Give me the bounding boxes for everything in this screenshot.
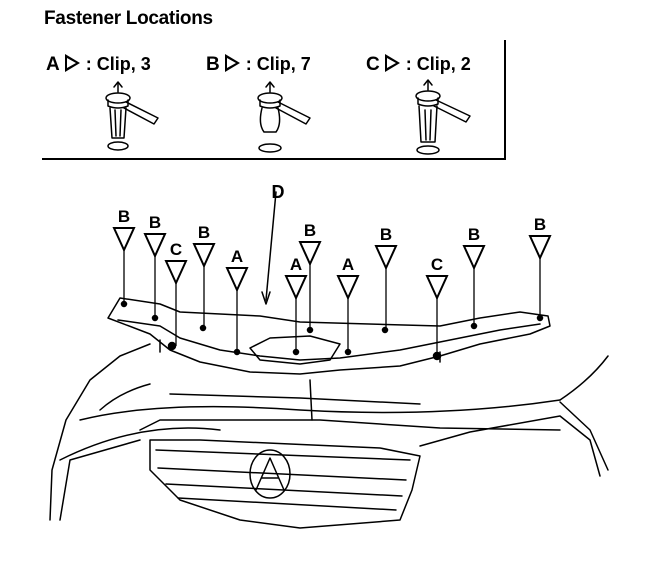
legend-text: : Clip, 2 — [405, 54, 471, 74]
clip-c-icon — [415, 79, 471, 155]
callout-letter: B — [534, 215, 546, 234]
emblem-icon — [249, 449, 291, 499]
legend-text: : Clip, 3 — [85, 54, 151, 74]
grille — [149, 439, 421, 529]
callout-letter: B — [118, 207, 130, 226]
callout-letter: C — [170, 240, 182, 259]
legend-letter: B — [206, 54, 220, 75]
callout-letter: A — [342, 255, 354, 274]
callout-triangle-icon — [284, 275, 308, 301]
callout-triangle-icon — [528, 235, 552, 261]
legend-item-a: A : Clip, 3 — [46, 52, 151, 76]
callout-4: A — [225, 247, 249, 352]
legend-item-b: B : Clip, 7 — [206, 52, 311, 76]
legend-item-c: C : Clip, 2 — [366, 52, 471, 76]
callout-triangle-icon — [164, 260, 188, 286]
callout-triangle-icon — [192, 243, 216, 269]
callout-7: A — [336, 255, 360, 352]
callout-11: B — [528, 215, 552, 318]
callout-letter: B — [380, 225, 392, 244]
callout-letter: C — [431, 255, 443, 274]
callout-triangle-icon — [462, 245, 486, 271]
callout-5: A — [284, 255, 308, 352]
legend-frame — [42, 40, 506, 160]
callout-letter: A — [290, 255, 302, 274]
callout-1: B — [143, 213, 167, 318]
car-hood-outline — [49, 343, 151, 521]
shroud-panel — [107, 297, 551, 375]
callout-10: B — [462, 225, 486, 326]
clip-b-icon — [257, 81, 311, 153]
triangle-pointer-icon — [384, 54, 400, 72]
callout-triangle-icon — [143, 233, 167, 259]
callout-0: B — [112, 207, 136, 304]
callout-triangle-icon — [336, 275, 360, 301]
callout-letter: B — [468, 225, 480, 244]
callout-triangle-icon — [374, 245, 398, 271]
callout-triangle-icon — [298, 241, 322, 267]
callout-letter: B — [304, 221, 316, 240]
triangle-pointer-icon — [224, 54, 240, 72]
callout-triangle-icon — [425, 275, 449, 301]
callout-8: B — [374, 225, 398, 330]
callout-triangle-icon — [225, 267, 249, 293]
callout-letter: A — [231, 247, 243, 266]
part-label-d: D — [272, 182, 285, 202]
clip-a-icon — [105, 81, 159, 151]
callout-6: B — [298, 221, 322, 330]
callout-2: C — [164, 240, 188, 346]
callout-letter: B — [149, 213, 161, 232]
triangle-pointer-icon — [64, 54, 80, 72]
diagram-title: Fastener Locations — [44, 8, 213, 29]
legend-letter: A — [46, 54, 60, 75]
legend-letter: C — [366, 54, 380, 75]
callout-letter: B — [198, 223, 210, 242]
callout-9: C — [425, 255, 449, 356]
legend-text: : Clip, 7 — [245, 54, 311, 74]
callout-triangle-icon — [112, 227, 136, 253]
callout-3: B — [192, 223, 216, 328]
